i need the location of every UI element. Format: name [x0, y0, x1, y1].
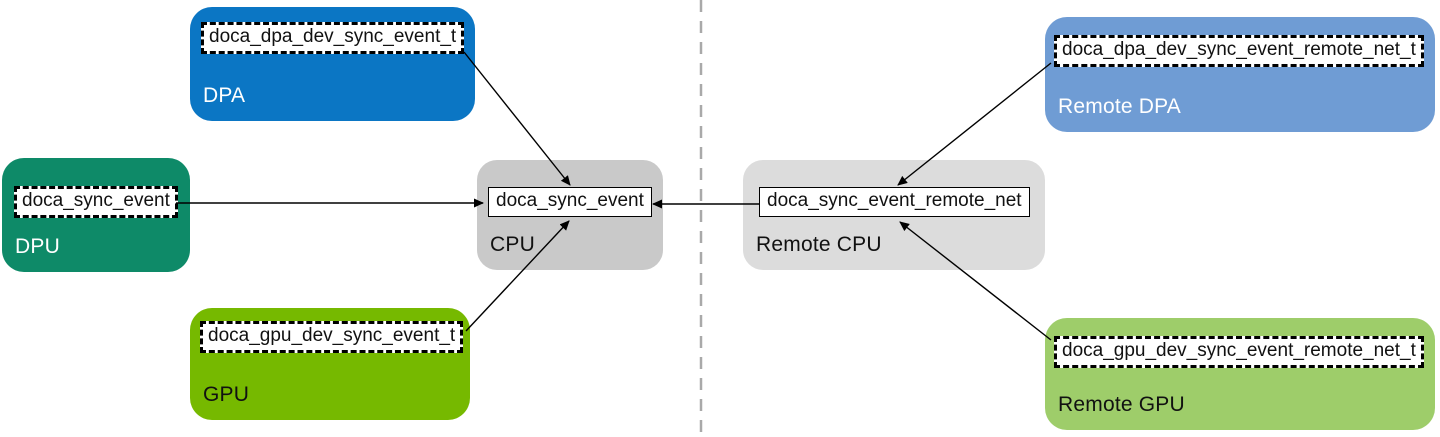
node-gpu: doca_gpu_dev_sync_event_t GPU [190, 308, 470, 420]
node-dpa: doca_dpa_dev_sync_event_t DPA [190, 7, 475, 121]
node-dpa-title: DPA [203, 84, 246, 107]
node-dpu: doca_sync_event DPU [2, 158, 190, 272]
chip-doca-sync-event-remote-net: doca_sync_event_remote_net [759, 187, 1030, 217]
chip-doca-dpa-dev-sync-event-t: doca_dpa_dev_sync_event_t [201, 22, 465, 54]
node-remote-cpu: doca_sync_event_remote_net Remote CPU [743, 160, 1045, 270]
node-cpu: doca_sync_event CPU [477, 160, 663, 270]
chip-doca-gpu-dev-sync-event-remote-net-t: doca_gpu_dev_sync_event_remote_net_t [1054, 336, 1424, 368]
node-remote-dpa: doca_dpa_dev_sync_event_remote_net_t Rem… [1045, 17, 1435, 132]
node-gpu-title: GPU [203, 383, 250, 406]
node-remote-dpa-title: Remote DPA [1058, 95, 1181, 118]
node-dpu-title: DPU [15, 235, 60, 258]
node-remote-gpu-title: Remote GPU [1058, 393, 1185, 416]
node-cpu-title: CPU [490, 233, 535, 256]
chip-doca-sync-event-cpu: doca_sync_event [488, 187, 652, 217]
chip-doca-gpu-dev-sync-event-t: doca_gpu_dev_sync_event_t [200, 321, 464, 353]
node-remote-cpu-title: Remote CPU [756, 233, 882, 256]
chip-doca-dpa-dev-sync-event-remote-net-t: doca_dpa_dev_sync_event_remote_net_t [1054, 35, 1424, 67]
node-remote-gpu: doca_gpu_dev_sync_event_remote_net_t Rem… [1045, 318, 1435, 430]
chip-doca-sync-event-dpu: doca_sync_event [14, 186, 178, 218]
